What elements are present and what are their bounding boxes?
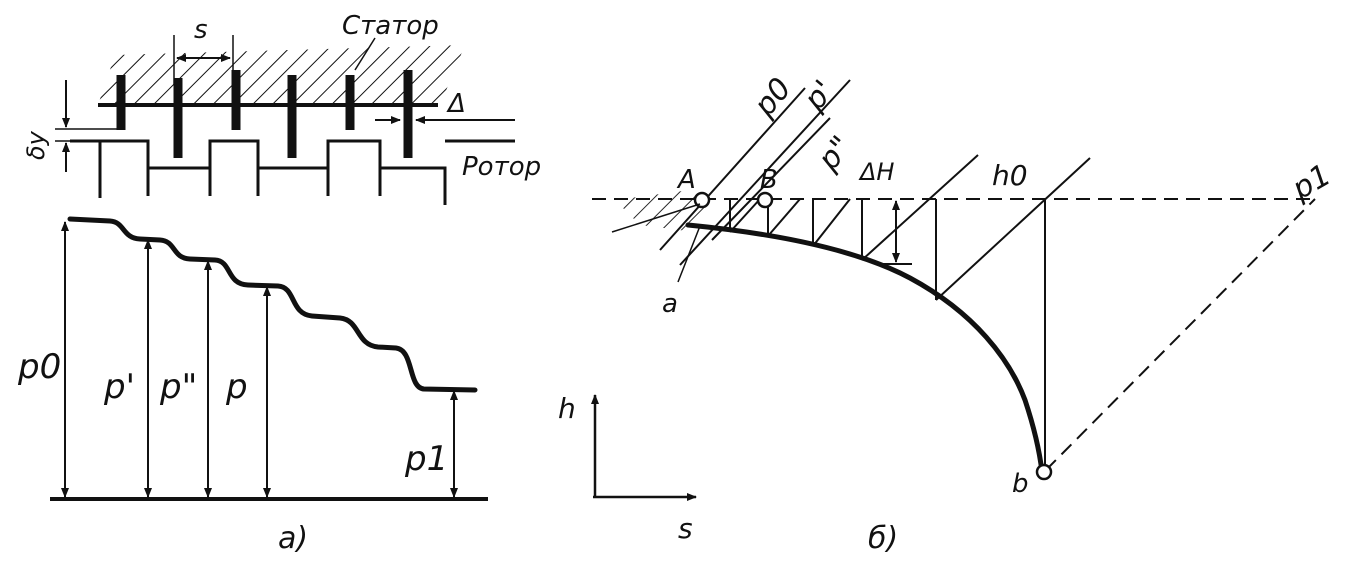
isobar-p0 <box>659 87 806 251</box>
p0-right-label: p0 <box>747 71 799 123</box>
expansion-curve <box>685 222 1045 475</box>
p-double-prime-label: p" <box>159 367 197 407</box>
stator-fins <box>116 70 413 158</box>
point-a-label: a <box>662 289 678 319</box>
point-b-label: b <box>1012 469 1029 499</box>
axis-s-label: s <box>678 512 693 545</box>
p-prime-right-label: p' <box>797 74 842 118</box>
point-B-marker <box>756 191 774 209</box>
h0-label: h0 <box>992 159 1028 192</box>
rotor: Ротор <box>70 139 541 205</box>
throttle-steps <box>729 154 1091 465</box>
delta-h-dim: ΔH <box>858 158 912 265</box>
p0-label: p0 <box>17 347 61 387</box>
clearance-dim: δy <box>22 80 120 172</box>
p1-dashed-line <box>1045 198 1316 471</box>
point-A-label: A <box>676 165 696 195</box>
clearance-label: δy <box>22 130 50 160</box>
panel-a: Статор s Ротор Δ <box>17 11 541 556</box>
step-diag <box>935 157 1091 301</box>
p1-label: p1 <box>404 439 448 479</box>
stator-label: Статор <box>342 11 439 41</box>
stator: Статор <box>98 11 465 158</box>
point-B-label: B <box>760 165 778 195</box>
p-prime-label: p' <box>103 367 135 407</box>
hs-axes: h s <box>558 392 697 545</box>
point-b-marker <box>1035 463 1053 481</box>
pitch-dimension: s <box>173 15 234 85</box>
caption-a: а) <box>278 521 308 556</box>
gap-delta-label: Δ <box>446 89 466 119</box>
stator-leader <box>354 37 376 71</box>
step-diag <box>812 198 851 247</box>
point-A-marker <box>693 191 711 209</box>
step-diag <box>767 198 801 237</box>
caption-b: б) <box>868 521 898 556</box>
pitch-label: s <box>194 15 208 45</box>
isobar-p-prime <box>679 79 851 266</box>
p-label: p <box>225 367 248 407</box>
p1-right-label: p1 <box>1286 158 1337 208</box>
point-a-leader <box>677 225 701 283</box>
panel-b: ΔH A B a b p0 p' p" h0 p1 б) <box>592 71 1337 556</box>
axis-h-label: h <box>558 392 576 425</box>
p-double-prime-right-label: p" <box>811 129 860 177</box>
step-diag <box>861 154 979 261</box>
pressure-curve <box>67 216 478 393</box>
step-diag <box>729 198 761 233</box>
rotor-label: Ротор <box>462 152 541 182</box>
delta-h-label: ΔH <box>858 158 894 186</box>
gap-delta: Δ <box>375 89 515 124</box>
stator-hatch <box>98 45 465 105</box>
isobar-p-double-prime <box>711 117 831 241</box>
pressure-arrows <box>61 221 458 498</box>
leader-a-extra <box>611 203 701 233</box>
